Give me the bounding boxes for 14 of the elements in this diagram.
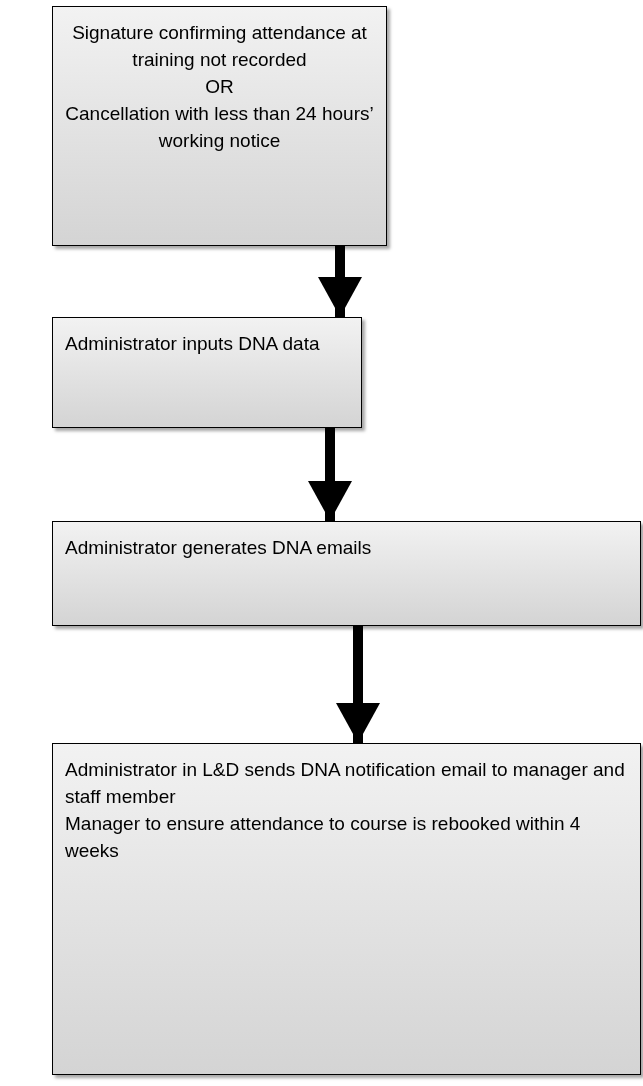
process-box	[52, 317, 362, 428]
arrow	[318, 246, 362, 317]
box-text: Signature confirming attendance at training not recorded	[71, 21, 368, 72]
box-text: Administrator inputs DNA data	[65, 332, 321, 356]
process-box	[52, 521, 641, 626]
box-text: Cancellation with less than 24 hours’ working notice	[65, 102, 374, 153]
process-box	[52, 743, 641, 1075]
box-text: Manager to ensure attendance to course is rebooked within 4 weeks	[65, 812, 582, 863]
box-text: Administrator generates DNA emails	[65, 536, 373, 560]
box-text: OR	[204, 75, 235, 99]
arrow	[308, 428, 352, 521]
box-text: Administrator in L&D sends DNA notification email to manager and staff member	[65, 758, 626, 809]
process-box	[52, 6, 387, 246]
arrow	[336, 626, 380, 743]
